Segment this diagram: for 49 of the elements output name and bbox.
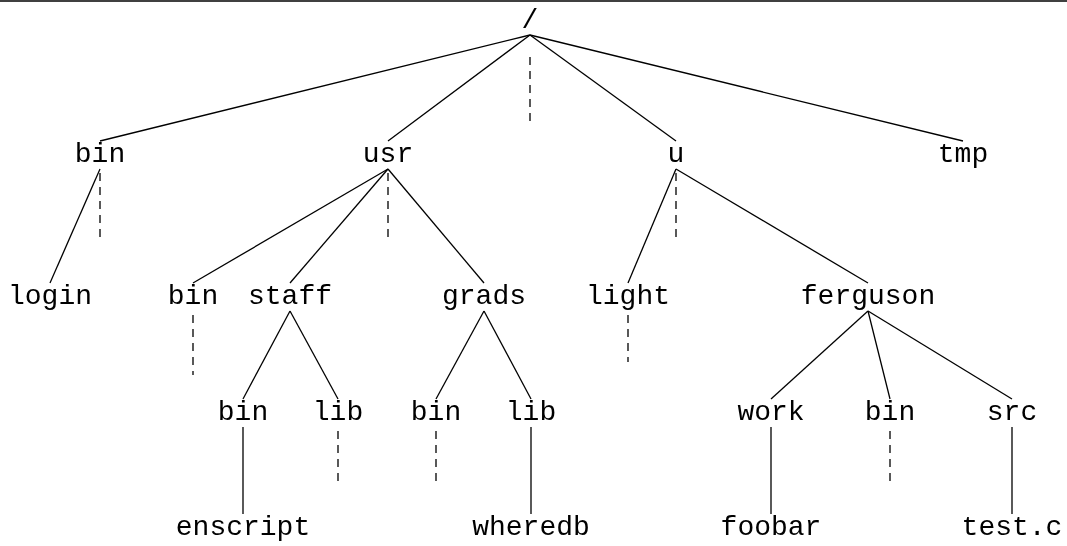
directory-name: ferguson [800, 283, 936, 311]
tree-line [867, 310, 891, 400]
tree-line [483, 310, 532, 400]
directory-name: / [521, 7, 539, 35]
tree-line [529, 34, 964, 142]
tree-line [770, 310, 869, 400]
tree-line [289, 310, 339, 400]
tree-line [387, 168, 485, 284]
dashed-line [529, 56, 531, 123]
directory-name: grads [442, 283, 526, 311]
directory-name: enscript [175, 514, 311, 542]
tree-line [530, 426, 532, 515]
tree-line [1011, 426, 1013, 515]
directory-name: usr [362, 141, 414, 169]
tree-line [529, 34, 677, 142]
dashed-line [889, 430, 891, 483]
tree-line [242, 426, 244, 515]
tree-line [242, 310, 291, 400]
directory-name: light [586, 283, 670, 311]
directory-name: u [667, 141, 685, 169]
tree-line [192, 168, 389, 284]
directory-name: lib [505, 399, 557, 427]
tree-line [770, 426, 772, 515]
dashed-line [192, 314, 194, 376]
directory-name: bin [74, 141, 126, 169]
dashed-line [627, 314, 629, 363]
directory-name: work [737, 399, 805, 427]
directory-name: lib [312, 399, 364, 427]
tree-line [435, 310, 485, 400]
directory-name: bin [217, 399, 269, 427]
directory-name: test.c [961, 514, 1063, 542]
dashed-line [435, 430, 437, 483]
directory-name: bin [864, 399, 916, 427]
tree-line [99, 34, 531, 142]
tree-line [867, 310, 1013, 400]
tree-line [627, 168, 677, 284]
directory-name: bin [167, 283, 219, 311]
directory-name: wheredb [472, 514, 590, 542]
directory-name: staff [248, 283, 332, 311]
directory-name: foobar [720, 514, 822, 542]
directory-name: bin [410, 399, 462, 427]
directory-name: login [8, 283, 92, 311]
tree-line [675, 168, 869, 284]
directory-name: src [986, 399, 1038, 427]
directory-name: tmp [937, 141, 989, 169]
dashed-line [337, 430, 339, 483]
tree-line [49, 168, 101, 284]
tree-line [387, 34, 531, 142]
tree-line [289, 168, 389, 284]
